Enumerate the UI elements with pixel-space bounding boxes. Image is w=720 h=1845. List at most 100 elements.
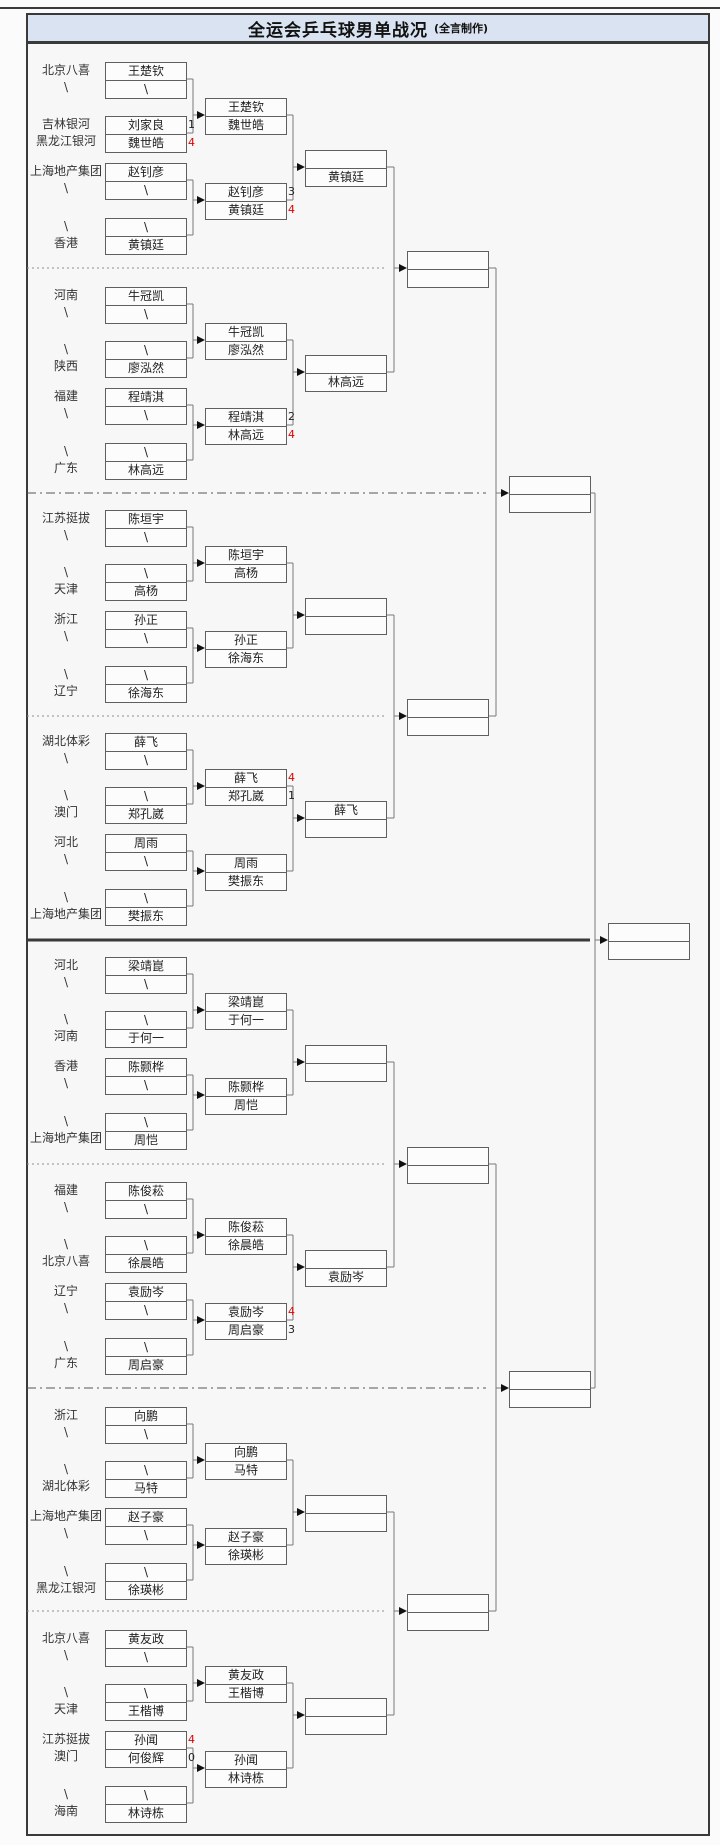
player-slot: \	[106, 305, 186, 323]
advance-arrow-icon	[600, 936, 608, 944]
advance-arrow-icon	[501, 1384, 509, 1392]
player-slot: 王楷博	[206, 1684, 286, 1702]
player-slot	[306, 1716, 386, 1734]
score-label: 1	[188, 118, 195, 131]
player-slot	[306, 599, 386, 616]
advance-arrow-icon	[297, 368, 305, 376]
player-slot: 徐海东	[206, 649, 286, 667]
advance-arrow-icon	[297, 163, 305, 171]
player-slot: 林诗栋	[106, 1804, 186, 1822]
player-slot: 薛飞	[133, 735, 158, 749]
r1-match: \高杨	[105, 564, 187, 601]
score-label: 4	[288, 771, 295, 784]
player-slot: \	[106, 181, 186, 199]
team-label: \	[63, 1685, 69, 1699]
player-slot: \	[143, 445, 149, 459]
player-slot: 黄镇廷	[206, 201, 286, 219]
player-slot: 赵子豪	[127, 1510, 164, 1524]
advance-arrow-icon	[197, 196, 205, 204]
player-slot	[408, 1595, 488, 1612]
r1-match: \郑孔崴	[105, 787, 187, 824]
r1-match: \王楷博	[105, 1684, 187, 1721]
player-slot: 袁励岑	[227, 1305, 264, 1319]
page-subtitle: (全言制作)	[433, 22, 489, 35]
r1-match: 周雨\	[105, 834, 187, 871]
player-slot: 周雨	[233, 856, 258, 870]
score-label: 4	[188, 136, 195, 149]
player-slot: 何俊辉	[106, 1749, 186, 1767]
player-slot: \	[143, 1686, 149, 1700]
player-slot: \	[106, 528, 186, 546]
r16-match	[305, 1698, 387, 1735]
player-slot: \	[143, 1115, 149, 1129]
r1-match: \黄镇廷	[105, 218, 187, 255]
advance-arrow-icon	[297, 1711, 305, 1719]
team-label: \	[63, 1076, 69, 1090]
player-slot: 陈颢桦	[127, 1060, 164, 1074]
team-label: \	[63, 975, 69, 989]
advance-arrow-icon	[297, 611, 305, 619]
r16-match: 薛飞	[305, 801, 387, 838]
player-slot: 薛飞	[333, 803, 358, 817]
score-label: 4	[288, 1305, 295, 1318]
qf-match	[407, 1594, 489, 1631]
team-label: \	[63, 1787, 69, 1801]
player-slot: 黄友政	[227, 1668, 264, 1682]
team-label: 广东	[53, 461, 78, 475]
team-label: \	[63, 80, 69, 94]
score-label: 1	[288, 789, 295, 802]
player-slot	[306, 1699, 386, 1716]
team-label: \	[63, 342, 69, 356]
title-bar: 全运会乒乓球男单战况 (全言制作)	[26, 13, 710, 43]
player-slot: 林诗栋	[206, 1769, 286, 1787]
team-label: \	[63, 1425, 69, 1439]
advance-arrow-icon	[297, 1508, 305, 1516]
player-slot: 徐晨皓	[106, 1254, 186, 1272]
team-label: 辽宁	[53, 684, 78, 698]
advance-arrow-icon	[197, 336, 205, 344]
player-slot: 徐晨皓	[206, 1236, 286, 1254]
player-slot	[408, 717, 488, 735]
team-label: 河北	[53, 958, 78, 972]
r2-match: 王楚钦魏世皓	[205, 98, 287, 135]
player-slot: \	[106, 1200, 186, 1218]
player-slot	[306, 819, 386, 837]
r1-match: \于何一	[105, 1011, 187, 1048]
r2-match: 薛飞郑孔崴	[205, 769, 287, 806]
team-label: 广东	[53, 1356, 78, 1370]
advance-arrow-icon	[197, 1679, 205, 1687]
advance-arrow-icon	[197, 867, 205, 875]
player-slot: 赵子豪	[227, 1530, 264, 1544]
player-slot: 梁靖崑	[227, 995, 264, 1009]
player-slot: \	[143, 1340, 149, 1354]
team-label: \	[63, 1564, 69, 1578]
player-slot: \	[143, 343, 149, 357]
team-label: 陕西	[53, 359, 78, 373]
r16-match	[305, 598, 387, 635]
r2-match: 孙正徐海东	[205, 631, 287, 668]
player-slot	[306, 1251, 386, 1268]
player-slot	[609, 941, 689, 959]
player-slot: 程靖淇	[127, 390, 164, 404]
score-label: 0	[188, 1751, 195, 1764]
advance-arrow-icon	[197, 111, 205, 119]
player-slot	[408, 700, 488, 717]
r16-match: 黄镇廷	[305, 150, 387, 187]
team-label: 北京八喜	[41, 63, 90, 77]
player-slot: 赵钊彦	[127, 165, 164, 179]
team-label: 天津	[53, 1702, 78, 1716]
player-slot: \	[106, 629, 186, 647]
advance-arrow-icon	[197, 1231, 205, 1239]
team-label: 江苏挺拔	[41, 1732, 90, 1746]
player-slot: 于何一	[206, 1011, 286, 1029]
team-label: 河南	[53, 288, 78, 302]
team-label: \	[63, 181, 69, 195]
r1-match: \徐瑛彬	[105, 1563, 187, 1600]
team-label: \	[63, 1339, 69, 1353]
player-slot: \	[143, 1238, 149, 1252]
r16-match: 林高远	[305, 355, 387, 392]
advance-arrow-icon	[197, 782, 205, 790]
team-label: 黑龙江银河	[35, 1581, 96, 1595]
player-slot: 樊振东	[106, 907, 186, 925]
